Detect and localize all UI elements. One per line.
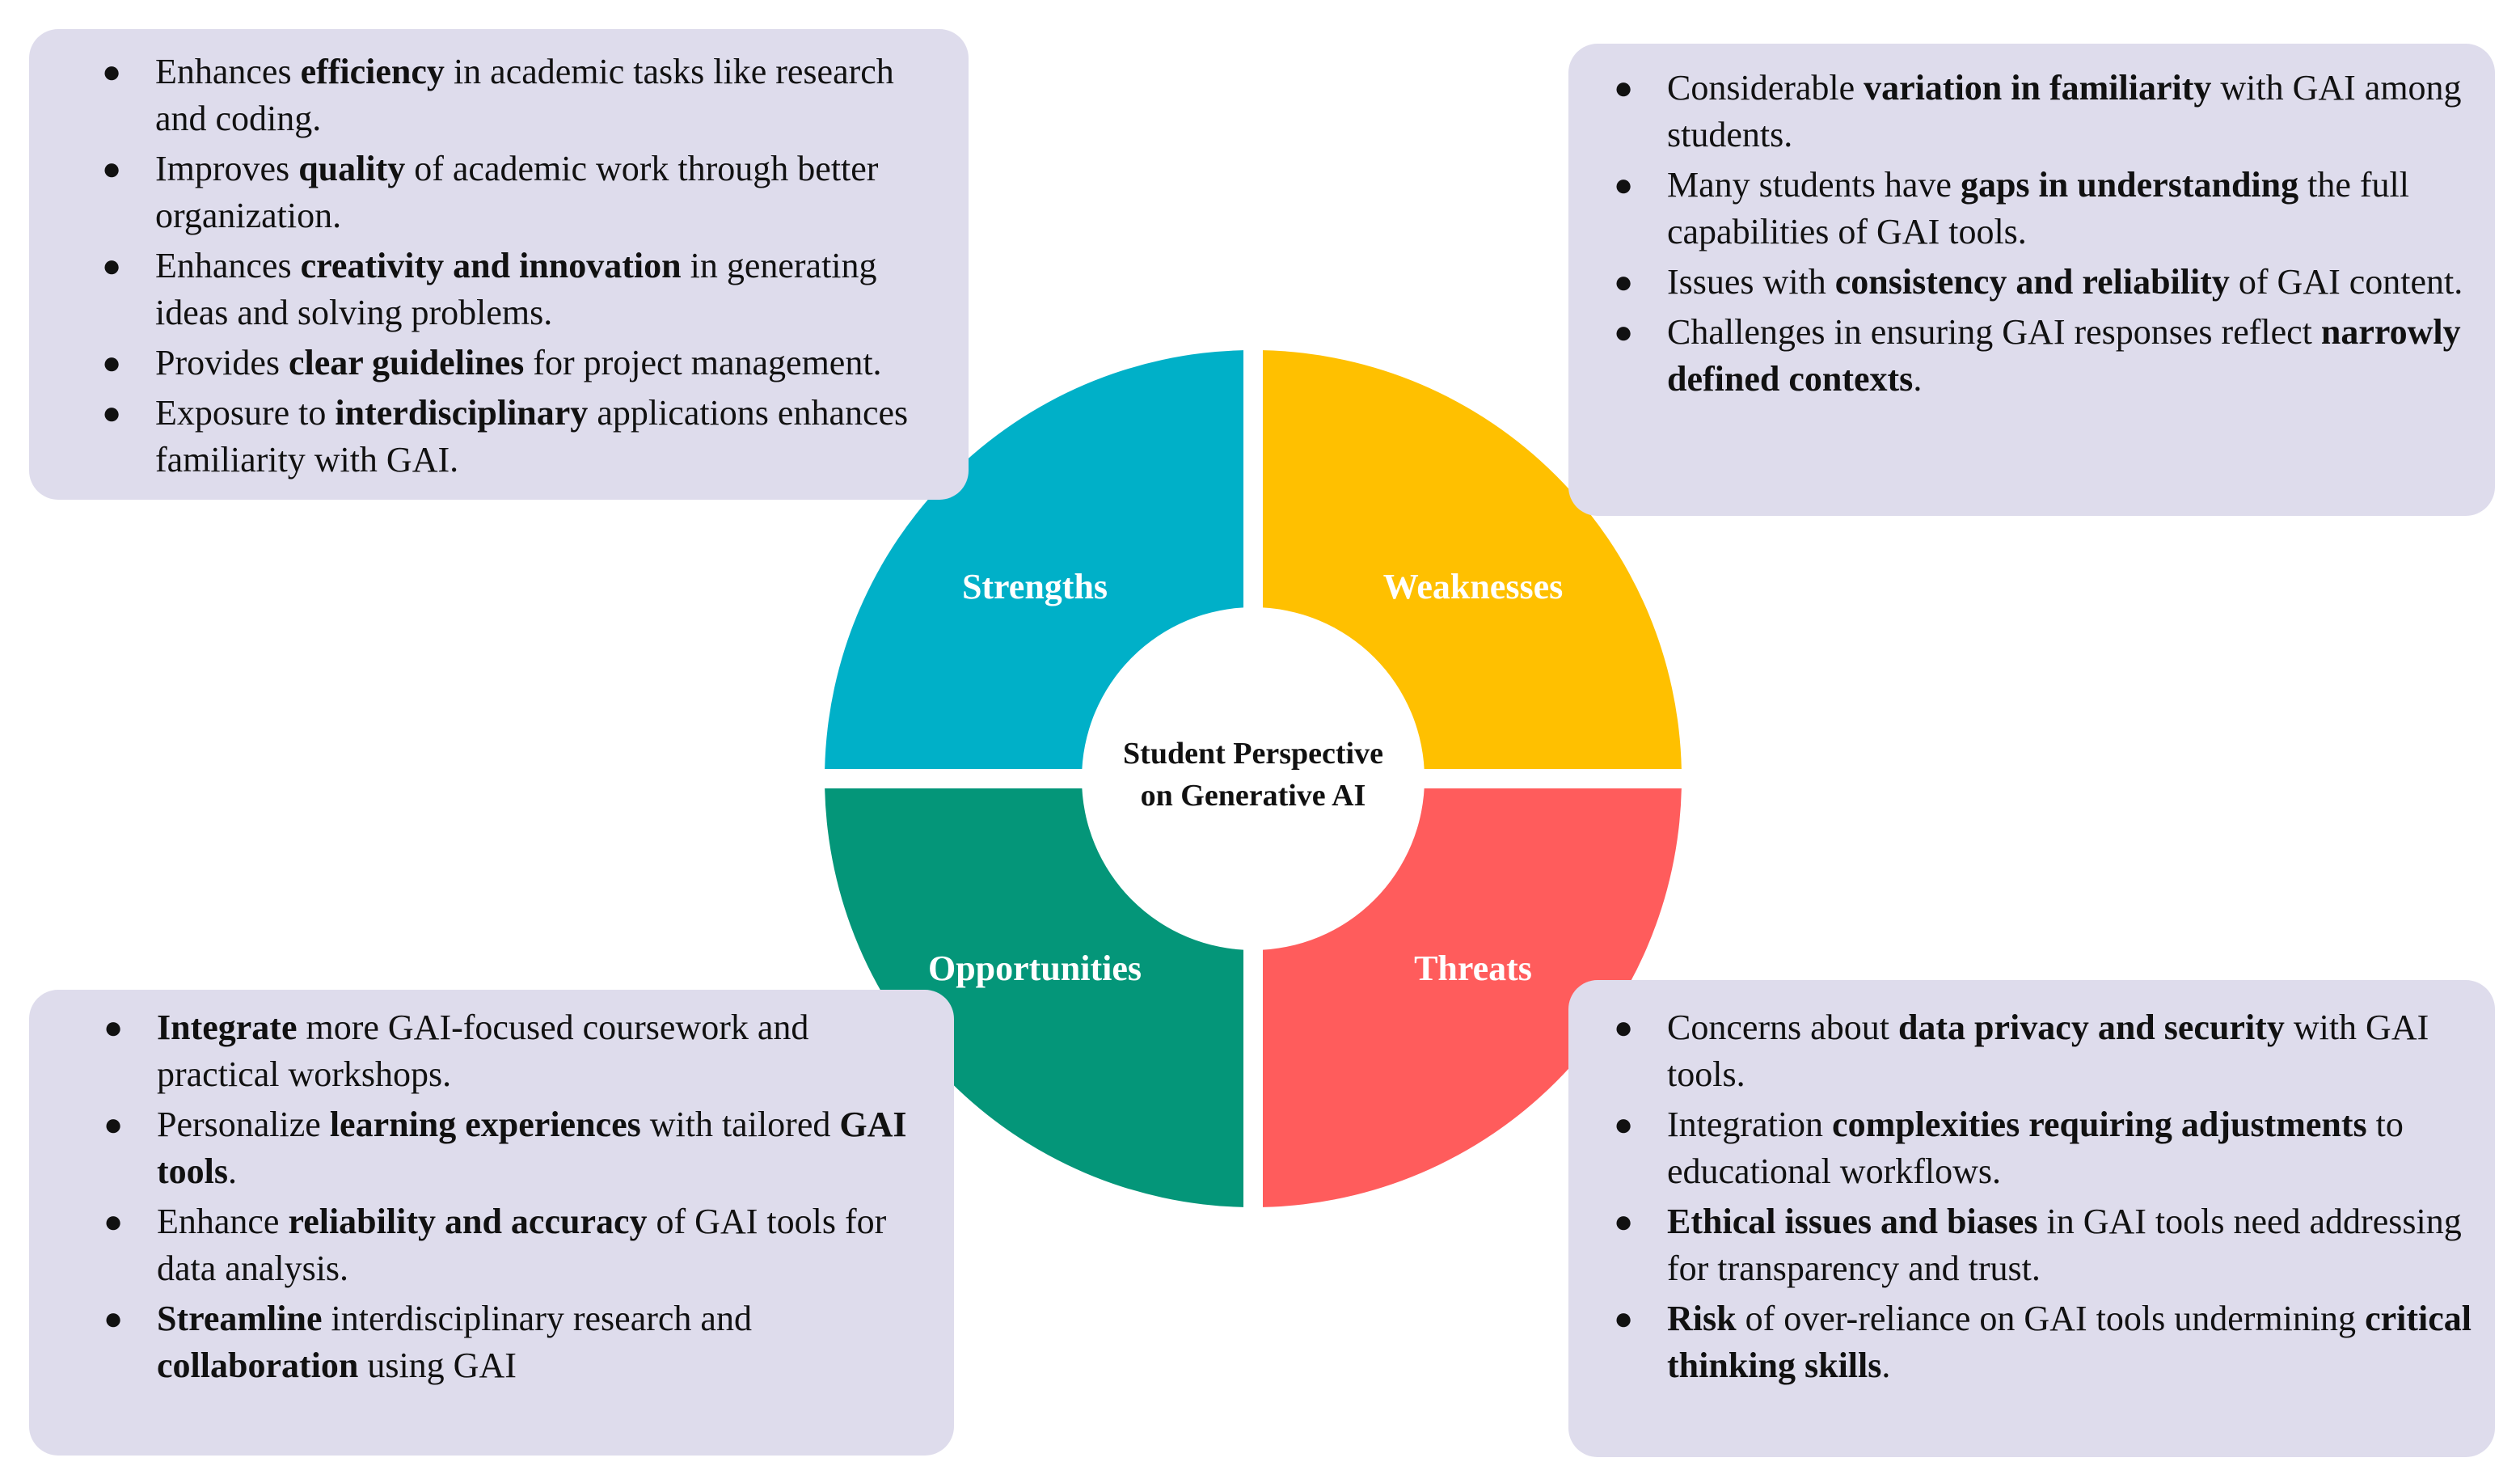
bullet-icon: ● <box>103 1203 124 1240</box>
opportunities-item: ●Integrate more GAI-focused coursework a… <box>103 1004 938 1098</box>
bullet-icon: ● <box>1614 1106 1634 1143</box>
bullet-icon: ● <box>1614 1300 1634 1337</box>
center-title-line2: on Generative AI <box>1141 779 1366 813</box>
bullet-icon: ● <box>103 1300 124 1337</box>
bullet-icon: ● <box>102 150 122 187</box>
opportunities-label: Opportunities <box>928 949 1142 988</box>
bullet-icon: ● <box>102 395 122 431</box>
strengths-item: ●Enhances efficiency in academic tasks l… <box>102 49 952 142</box>
weaknesses-item: ●Considerable variation in familiarity w… <box>1614 65 2479 158</box>
bullet-icon: ● <box>1614 1203 1634 1240</box>
strengths-list: ●Enhances efficiency in academic tasks l… <box>102 49 952 484</box>
bullet-icon: ● <box>102 53 122 90</box>
threats-list: ●Concerns about data privacy and securit… <box>1614 1004 2482 1389</box>
threats-label: Threats <box>1414 949 1532 988</box>
bullet-icon: ● <box>1614 1009 1634 1046</box>
weaknesses-box: ●Considerable variation in familiarity w… <box>1568 44 2495 516</box>
threats-item: ●Ethical issues and biases in GAI tools … <box>1614 1198 2482 1292</box>
strengths-item: ●Exposure to interdisciplinary applicati… <box>102 390 952 484</box>
weaknesses-label: Weaknesses <box>1383 567 1563 606</box>
weaknesses-item: ●Issues with consistency and reliability… <box>1614 259 2479 306</box>
opportunities-box: ●Integrate more GAI-focused coursework a… <box>29 990 954 1456</box>
weaknesses-item: ●Many students have gaps in understandin… <box>1614 162 2479 256</box>
opportunities-item: ●Enhance reliability and accuracy of GAI… <box>103 1198 938 1292</box>
strengths-item: ●Improves quality of academic work throu… <box>102 146 952 239</box>
opportunities-item: ●Personalize learning experiences with t… <box>103 1101 938 1195</box>
strengths-item: ●Provides clear guidelines for project m… <box>102 340 952 387</box>
bullet-icon: ● <box>102 247 122 284</box>
bullet-icon: ● <box>103 1009 124 1046</box>
weaknesses-item: ●Challenges in ensuring GAI responses re… <box>1614 309 2479 403</box>
strengths-item: ●Enhances creativity and innovation in g… <box>102 243 952 336</box>
center-circle <box>1082 607 1425 950</box>
bullet-icon: ● <box>1614 314 1634 350</box>
threats-item: ●Risk of over-reliance on GAI tools unde… <box>1614 1295 2482 1389</box>
threats-box: ●Concerns about data privacy and securit… <box>1568 980 2495 1457</box>
bullet-icon: ● <box>102 344 122 381</box>
opportunities-list: ●Integrate more GAI-focused coursework a… <box>103 1004 938 1389</box>
bullet-icon: ● <box>1614 167 1634 203</box>
strengths-box: ●Enhances efficiency in academic tasks l… <box>29 29 969 500</box>
bullet-icon: ● <box>103 1106 124 1143</box>
weaknesses-list: ●Considerable variation in familiarity w… <box>1614 65 2479 403</box>
center-title-line1: Student Perspective <box>1123 737 1383 771</box>
bullet-icon: ● <box>1614 70 1634 106</box>
opportunities-item: ●Streamline interdisciplinary research a… <box>103 1295 938 1389</box>
threats-item: ●Integration complexities requiring adju… <box>1614 1101 2482 1195</box>
bullet-icon: ● <box>1614 264 1634 300</box>
strengths-label: Strengths <box>962 567 1108 606</box>
threats-item: ●Concerns about data privacy and securit… <box>1614 1004 2482 1098</box>
